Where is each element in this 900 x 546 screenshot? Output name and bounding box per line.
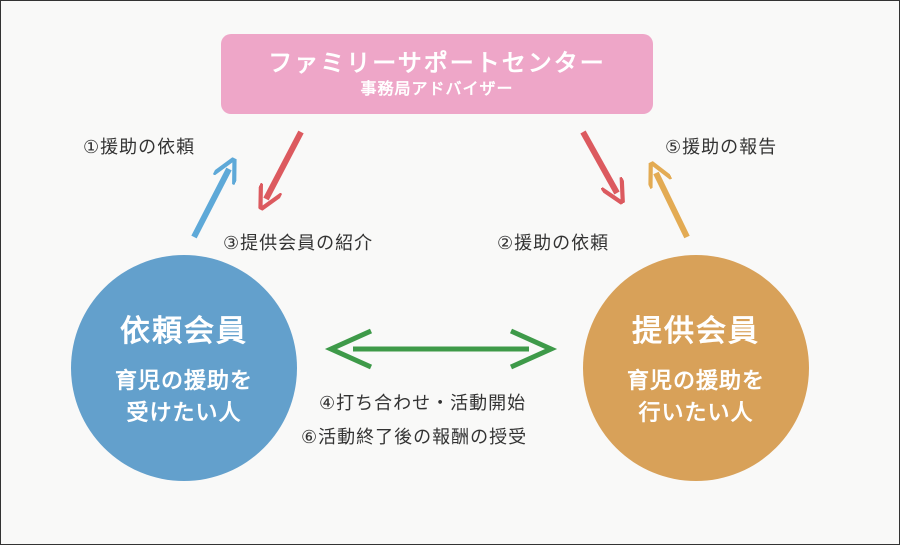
support-center-subtitle: 事務局アドバイザー [360, 79, 514, 98]
step-6-label: ⑥活動終了後の報酬の授受 [301, 427, 528, 448]
providing-member-desc-line1: 育児の援助を [626, 369, 765, 394]
arrow-introduce-provider [266, 130, 304, 199]
requesting-member-circle: 依頼会員 育児の援助を 受けたい人 [71, 255, 297, 481]
step-1-label: ①援助の依頼 [83, 137, 196, 158]
providing-member-circle: 提供会員 育児の援助を 行いたい人 [583, 255, 809, 481]
requesting-member-desc-line1: 育児の援助を [114, 369, 253, 394]
double-arrow-between-members [324, 328, 558, 370]
providing-member-title: 提供会員 [632, 314, 760, 349]
arrow-request-to-center [191, 169, 229, 239]
requesting-member-title: 依頼会員 [120, 314, 248, 349]
arrow-request-to-provider [580, 130, 617, 193]
step-4-label: ④打ち合わせ・活動開始 [319, 393, 527, 414]
providing-member-desc-line2: 行いたい人 [638, 401, 754, 426]
support-center-box: ファミリーサポートセンター 事務局アドバイザー [221, 34, 653, 114]
step-5-label: ⑤援助の報告 [665, 137, 778, 158]
requesting-member-desc-line2: 受けたい人 [126, 401, 242, 426]
support-center-title: ファミリーサポートセンター [268, 49, 606, 77]
step-2-label: ②援助の依頼 [497, 233, 610, 254]
step-3-label: ③提供会員の紹介 [223, 233, 374, 254]
arrow-report-to-center [656, 173, 690, 239]
